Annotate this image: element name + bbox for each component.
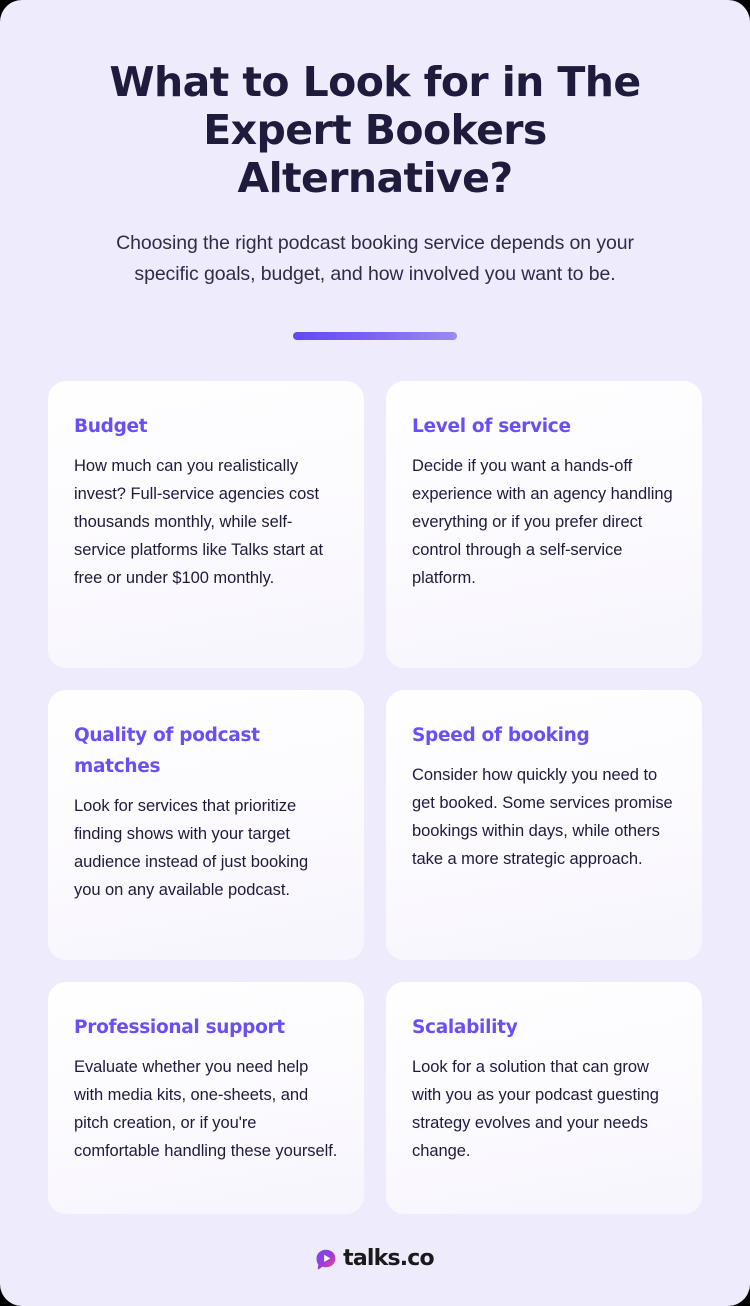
criteria-card-grid: Budget How much can you realistically in…: [48, 381, 702, 1214]
criteria-card-scalability: Scalability Look for a solution that can…: [386, 982, 702, 1214]
page-title-line-2: Expert Bookers Alternative?: [203, 106, 547, 202]
card-body: Look for services that prioritize findin…: [74, 797, 309, 899]
gradient-divider: [293, 332, 457, 340]
card-title: Budget: [74, 416, 148, 437]
criteria-card-speed-of-booking: Speed of booking Consider how quickly yo…: [386, 690, 702, 960]
criteria-card-level-of-service: Level of service Decide if you want a ha…: [386, 381, 702, 668]
card-title: Quality of podcast matches: [74, 725, 260, 777]
logo-wordmark: talks.co: [343, 1246, 435, 1271]
criteria-card-quality-of-podcast-matches: Quality of podcast matches Look for serv…: [48, 690, 364, 960]
page-title-line-1: What to Look for in The: [109, 58, 641, 106]
divider-container: [0, 332, 750, 340]
card-body: How much can you realistically invest? F…: [74, 457, 324, 587]
card-body: Consider how quickly you need to get boo…: [412, 766, 673, 868]
page-subtitle-line-1: Choosing the right podcast booking servi…: [116, 232, 634, 254]
criteria-card-budget: Budget How much can you realistically in…: [48, 381, 364, 668]
card-title: Speed of booking: [412, 725, 590, 746]
card-title: Level of service: [412, 416, 571, 437]
card-title: Professional support: [74, 1017, 285, 1038]
card-body: Decide if you want a hands-off experienc…: [412, 457, 673, 587]
page-subtitle: Choosing the right podcast booking servi…: [63, 228, 688, 290]
page-subtitle-line-2: specific goals, budget, and how involved…: [134, 263, 616, 285]
card-title: Scalability: [412, 1017, 518, 1038]
criteria-card-professional-support: Professional support Evaluate whether yo…: [48, 982, 364, 1214]
card-body: Look for a solution that can grow with y…: [412, 1058, 659, 1160]
card-body: Evaluate whether you need help with medi…: [74, 1058, 338, 1160]
header: What to Look for in The Expert Bookers A…: [0, 0, 750, 290]
page-title: What to Look for in The Expert Bookers A…: [75, 58, 675, 202]
footer-brand: talks.co: [316, 1214, 435, 1306]
talks-play-bubble-icon: [316, 1249, 336, 1270]
